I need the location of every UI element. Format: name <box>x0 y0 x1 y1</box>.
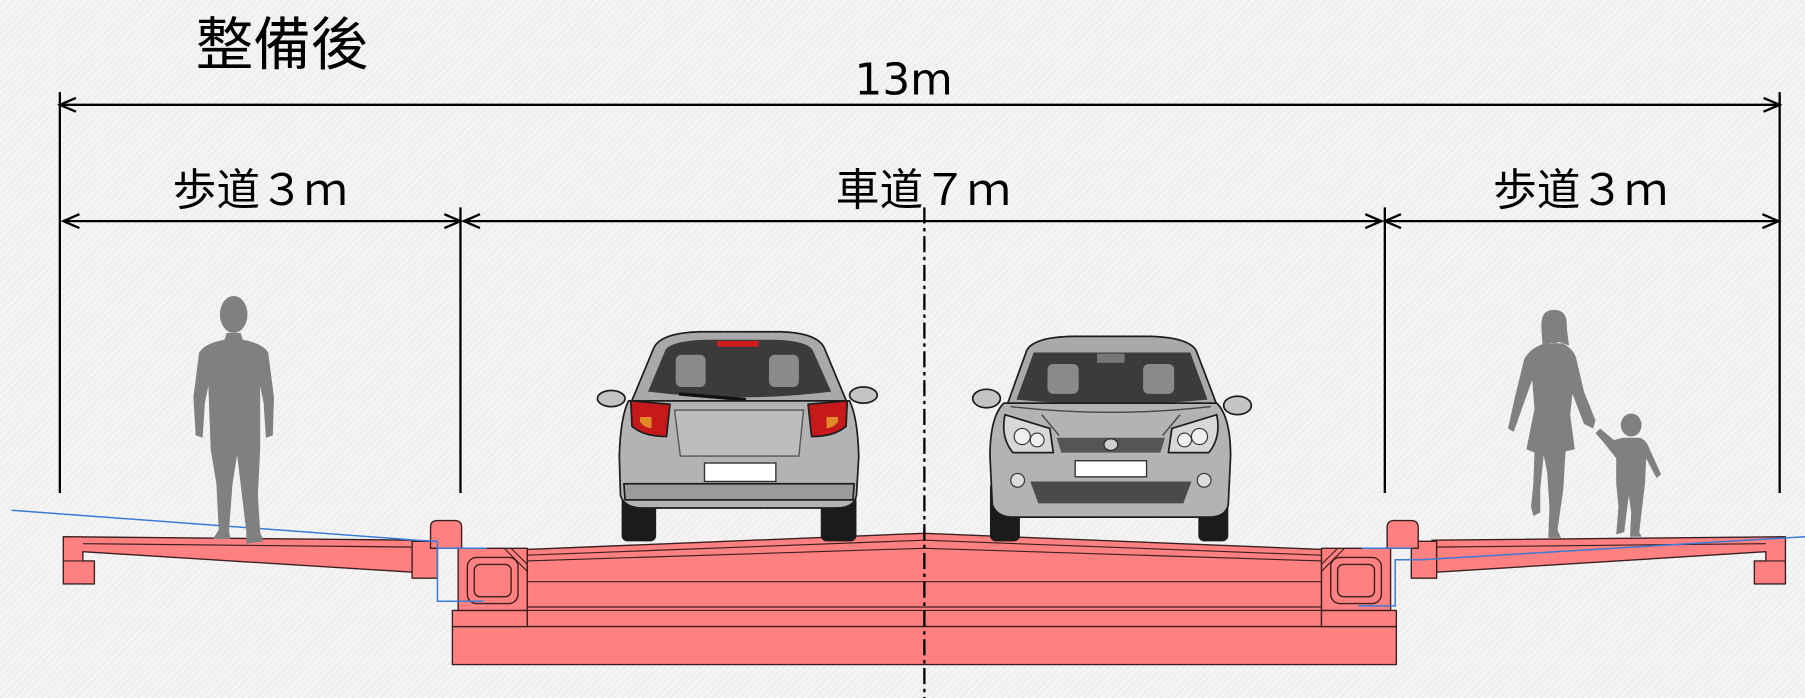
car-rear-window <box>648 339 832 398</box>
man-head <box>219 296 248 333</box>
segment-label-left-sidewalk: 歩道３ｍ <box>173 165 348 216</box>
arrow-icon <box>60 213 80 230</box>
existing-outline-left <box>11 509 484 602</box>
segment-dimension-right <box>1381 213 1782 230</box>
car-rear-license-plate <box>703 462 777 483</box>
car-front-lamp-left-outer <box>1013 427 1031 446</box>
car-front-rearview-mirror <box>1097 353 1125 363</box>
arrow-icon <box>443 213 464 230</box>
car-rear-indicator-left <box>640 416 652 429</box>
car-rear-view <box>596 330 879 542</box>
child-silhouette <box>1595 413 1662 537</box>
car-rear-mirror-right <box>848 386 879 404</box>
child-body <box>1595 428 1662 537</box>
man-body <box>193 332 274 544</box>
arrow-icon <box>1381 213 1402 230</box>
child-head <box>1620 413 1642 437</box>
car-front-license-plate <box>1074 460 1148 478</box>
arrow-icon <box>460 213 481 230</box>
car-rear-wiper <box>679 392 747 402</box>
segment-label-right-sidewalk: 歩道３ｍ <box>1493 165 1668 216</box>
segment-dimension-middle <box>460 213 1385 230</box>
car-rear-seat-right <box>768 354 799 388</box>
car-front-mirror-left <box>971 388 1002 409</box>
car-rear-mirror-left <box>596 389 626 408</box>
woman-silhouette <box>1508 309 1596 538</box>
total-width-label: 13m <box>855 54 953 105</box>
car-front-fog-light-right <box>1196 472 1212 488</box>
car-rear-trunk <box>673 409 805 457</box>
existing-road-outline <box>11 509 1805 607</box>
woman-body <box>1508 343 1596 538</box>
car-front-fog-light-left <box>1010 472 1026 488</box>
car-front-seat-left <box>1047 363 1079 394</box>
car-front-mirror-right <box>1222 395 1253 416</box>
car-rear-seat-left <box>675 354 706 388</box>
car-front-seat-right <box>1143 363 1175 394</box>
car-rear-bumper <box>623 482 856 501</box>
car-front-lamp-left-inner <box>1029 432 1045 448</box>
car-rear-brake-light <box>717 340 759 347</box>
man-silhouette <box>193 296 274 544</box>
car-front-lamp-right-inner <box>1177 432 1193 448</box>
segment-dimension-left <box>60 213 464 230</box>
diagram-title: 整備後 <box>196 11 369 78</box>
car-front-view <box>971 335 1253 542</box>
arrow-icon <box>1364 213 1385 230</box>
car-front-logo <box>1103 438 1119 451</box>
road-cross-section <box>62 519 1787 666</box>
woman-hair <box>1541 309 1570 346</box>
car-rear-indicator-right <box>826 416 839 429</box>
car-front-lower-grille <box>1030 481 1192 504</box>
arrow-icon <box>1761 213 1782 230</box>
car-front-lamp-right-outer <box>1190 427 1209 446</box>
existing-outline-right <box>1358 535 1805 607</box>
car-front-hood-line <box>1010 405 1212 436</box>
